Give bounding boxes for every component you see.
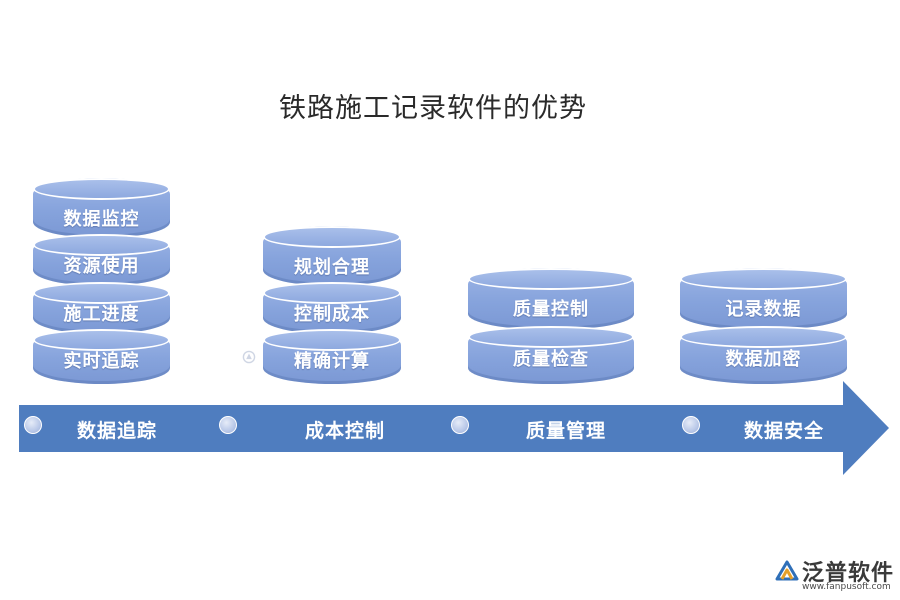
layer-rim — [33, 234, 170, 256]
layer-rim — [680, 268, 847, 290]
stack-layer: 数据加密 — [680, 326, 847, 384]
layer-label: 质量检查 — [513, 349, 589, 370]
layer-label: 实时追踪 — [63, 351, 140, 372]
layer-rim — [468, 268, 634, 290]
stack-layer: 记录数据 — [680, 268, 847, 330]
layer-rim — [263, 329, 401, 351]
timeline-step-label: 成本控制 — [305, 420, 386, 442]
brand-logo: 泛普软件 www.fanpusoft.com — [772, 555, 895, 595]
layer-rim — [33, 178, 170, 200]
stack-layer: 质量控制 — [468, 268, 634, 330]
stack-layer: 质量检查 — [468, 326, 634, 384]
timeline-arrow-head — [843, 381, 889, 475]
layer-rim — [33, 329, 170, 351]
timeline-dot — [219, 416, 237, 434]
layer-label: 施工进度 — [63, 304, 140, 325]
stack-cost-control: 规划合理 控制成本 精确计算 — [263, 226, 401, 384]
layer-label: 记录数据 — [725, 299, 802, 320]
layer-rim — [263, 226, 401, 248]
timeline-arrow-body — [19, 405, 844, 452]
stack-layer: 实时追踪 — [33, 329, 170, 384]
brand-logo-icon — [775, 560, 799, 581]
stack-data-tracking: 数据监控 资源使用 施工进度 实时追踪 — [33, 178, 170, 384]
stack-layer: 资源使用 — [33, 234, 170, 286]
stack-layer: 施工进度 — [33, 282, 170, 334]
layer-label: 数据监控 — [63, 209, 140, 230]
stack-quality-management: 质量控制 质量检查 — [468, 268, 634, 384]
layer-rim — [263, 282, 401, 304]
watermark-icon — [242, 350, 256, 364]
timeline-step-label: 数据追踪 — [77, 420, 158, 442]
timeline-dot — [451, 416, 469, 434]
brand-name: 泛普软件 — [802, 560, 895, 586]
layer-rim — [468, 326, 634, 348]
layer-rim — [33, 282, 170, 304]
stack-layer: 规划合理 — [263, 226, 401, 286]
timeline-step-label: 数据安全 — [744, 420, 825, 442]
stack-layer: 控制成本 — [263, 282, 401, 334]
layer-label: 精确计算 — [294, 351, 370, 372]
timeline-step-label: 质量管理 — [526, 420, 607, 442]
layer-label: 资源使用 — [63, 256, 140, 277]
layer-label: 数据加密 — [725, 349, 802, 370]
brand-site: www.fanpusoft.com — [802, 582, 891, 592]
layer-rim — [680, 326, 847, 348]
layer-label: 质量控制 — [513, 299, 589, 320]
layer-label: 规划合理 — [294, 257, 370, 278]
stack-data-security: 记录数据 数据加密 — [680, 268, 847, 384]
stack-layer: 数据监控 — [33, 178, 170, 238]
stack-layer: 精确计算 — [263, 329, 401, 384]
diagram-title: 铁路施工记录软件的优势 — [279, 93, 587, 124]
layer-label: 控制成本 — [294, 304, 370, 325]
timeline-dot — [682, 416, 700, 434]
timeline-dot — [24, 416, 42, 434]
